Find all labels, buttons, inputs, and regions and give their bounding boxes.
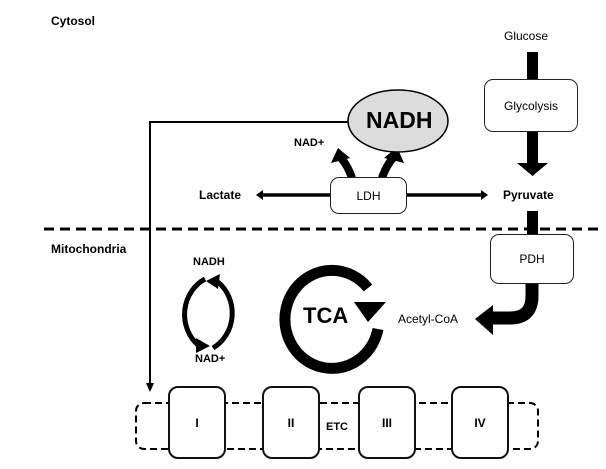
glucose-label: Glucose [504, 29, 549, 43]
etc-label: ETC [326, 421, 348, 433]
nadh-shuttle-arrowhead [146, 383, 154, 392]
lactate-label: Lactate [199, 188, 242, 202]
etc-complex-iii[interactable]: III [358, 386, 416, 459]
glycolysis-to-pyruvate-arrow [517, 131, 548, 176]
pyruvate-label: Pyruvate [503, 188, 554, 202]
etc-membrane [135, 402, 539, 450]
nadh-ellipse[interactable] [347, 89, 449, 153]
ldh-box[interactable]: LDH [330, 177, 407, 214]
nadh-cytosol-label: NADH [366, 107, 433, 133]
pdh-label: PDH [519, 252, 545, 266]
etc-complex-iv[interactable]: IV [451, 386, 509, 459]
mitochondria-label: Mitochondria [51, 242, 127, 256]
pdh-box[interactable]: PDH [490, 234, 574, 284]
glucose-to-glycolysis-arrow [527, 52, 538, 79]
glycolysis-label: Glycolysis [503, 98, 558, 113]
complex-ii-label: II [287, 415, 295, 430]
nad-plus-mito-label: NAD+ [195, 353, 226, 365]
tca-cycle-icon [279, 264, 386, 374]
tca-label: TCA [303, 303, 349, 328]
acetyl-coa-label: Acetyl-CoA [398, 312, 459, 326]
nadh-nad-cycle-icon [182, 274, 235, 353]
nadh-mito-label: NADH [193, 256, 225, 268]
complex-i-label: I [195, 415, 199, 430]
pyruvate-to-pdh-arrow [527, 211, 538, 236]
nad-plus-cytosol-label: NAD+ [294, 137, 325, 149]
complex-iv-label: IV [474, 415, 486, 430]
glycolysis-box[interactable]: Glycolysis [484, 79, 578, 132]
ldh-label: LDH [356, 188, 381, 203]
cytosol-label: Cytosol [51, 14, 96, 28]
etc-complex-i[interactable]: I [168, 386, 226, 459]
nadh-shuttle-line [149, 121, 348, 384]
ldh-to-nad-plus-arrow [331, 148, 356, 180]
pdh-to-acetylcoa-arrow [475, 283, 539, 335]
complex-iii-label: III [381, 415, 392, 430]
ldh-to-nadh-arrow [378, 147, 404, 180]
etc-complex-ii[interactable]: II [262, 386, 320, 459]
